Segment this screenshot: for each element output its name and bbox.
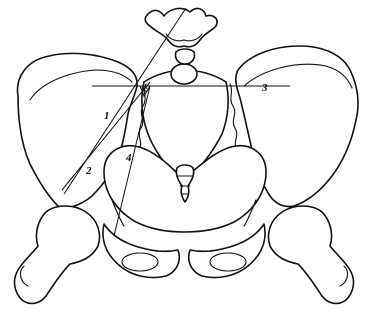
line-label-4: 4	[125, 152, 132, 164]
lumbar-spinous-process	[175, 49, 194, 64]
left-femur	[15, 206, 100, 303]
right-sacroiliac-joint	[230, 84, 237, 150]
line-label-3: 3	[261, 82, 268, 94]
left-pubic-ramus	[103, 224, 179, 278]
line-label-1: 1	[104, 110, 110, 122]
right-femur	[269, 206, 354, 303]
sacral-promontory-body	[171, 64, 197, 84]
line-label-2: 2	[85, 165, 92, 177]
right-pubic-ramus	[189, 224, 265, 278]
